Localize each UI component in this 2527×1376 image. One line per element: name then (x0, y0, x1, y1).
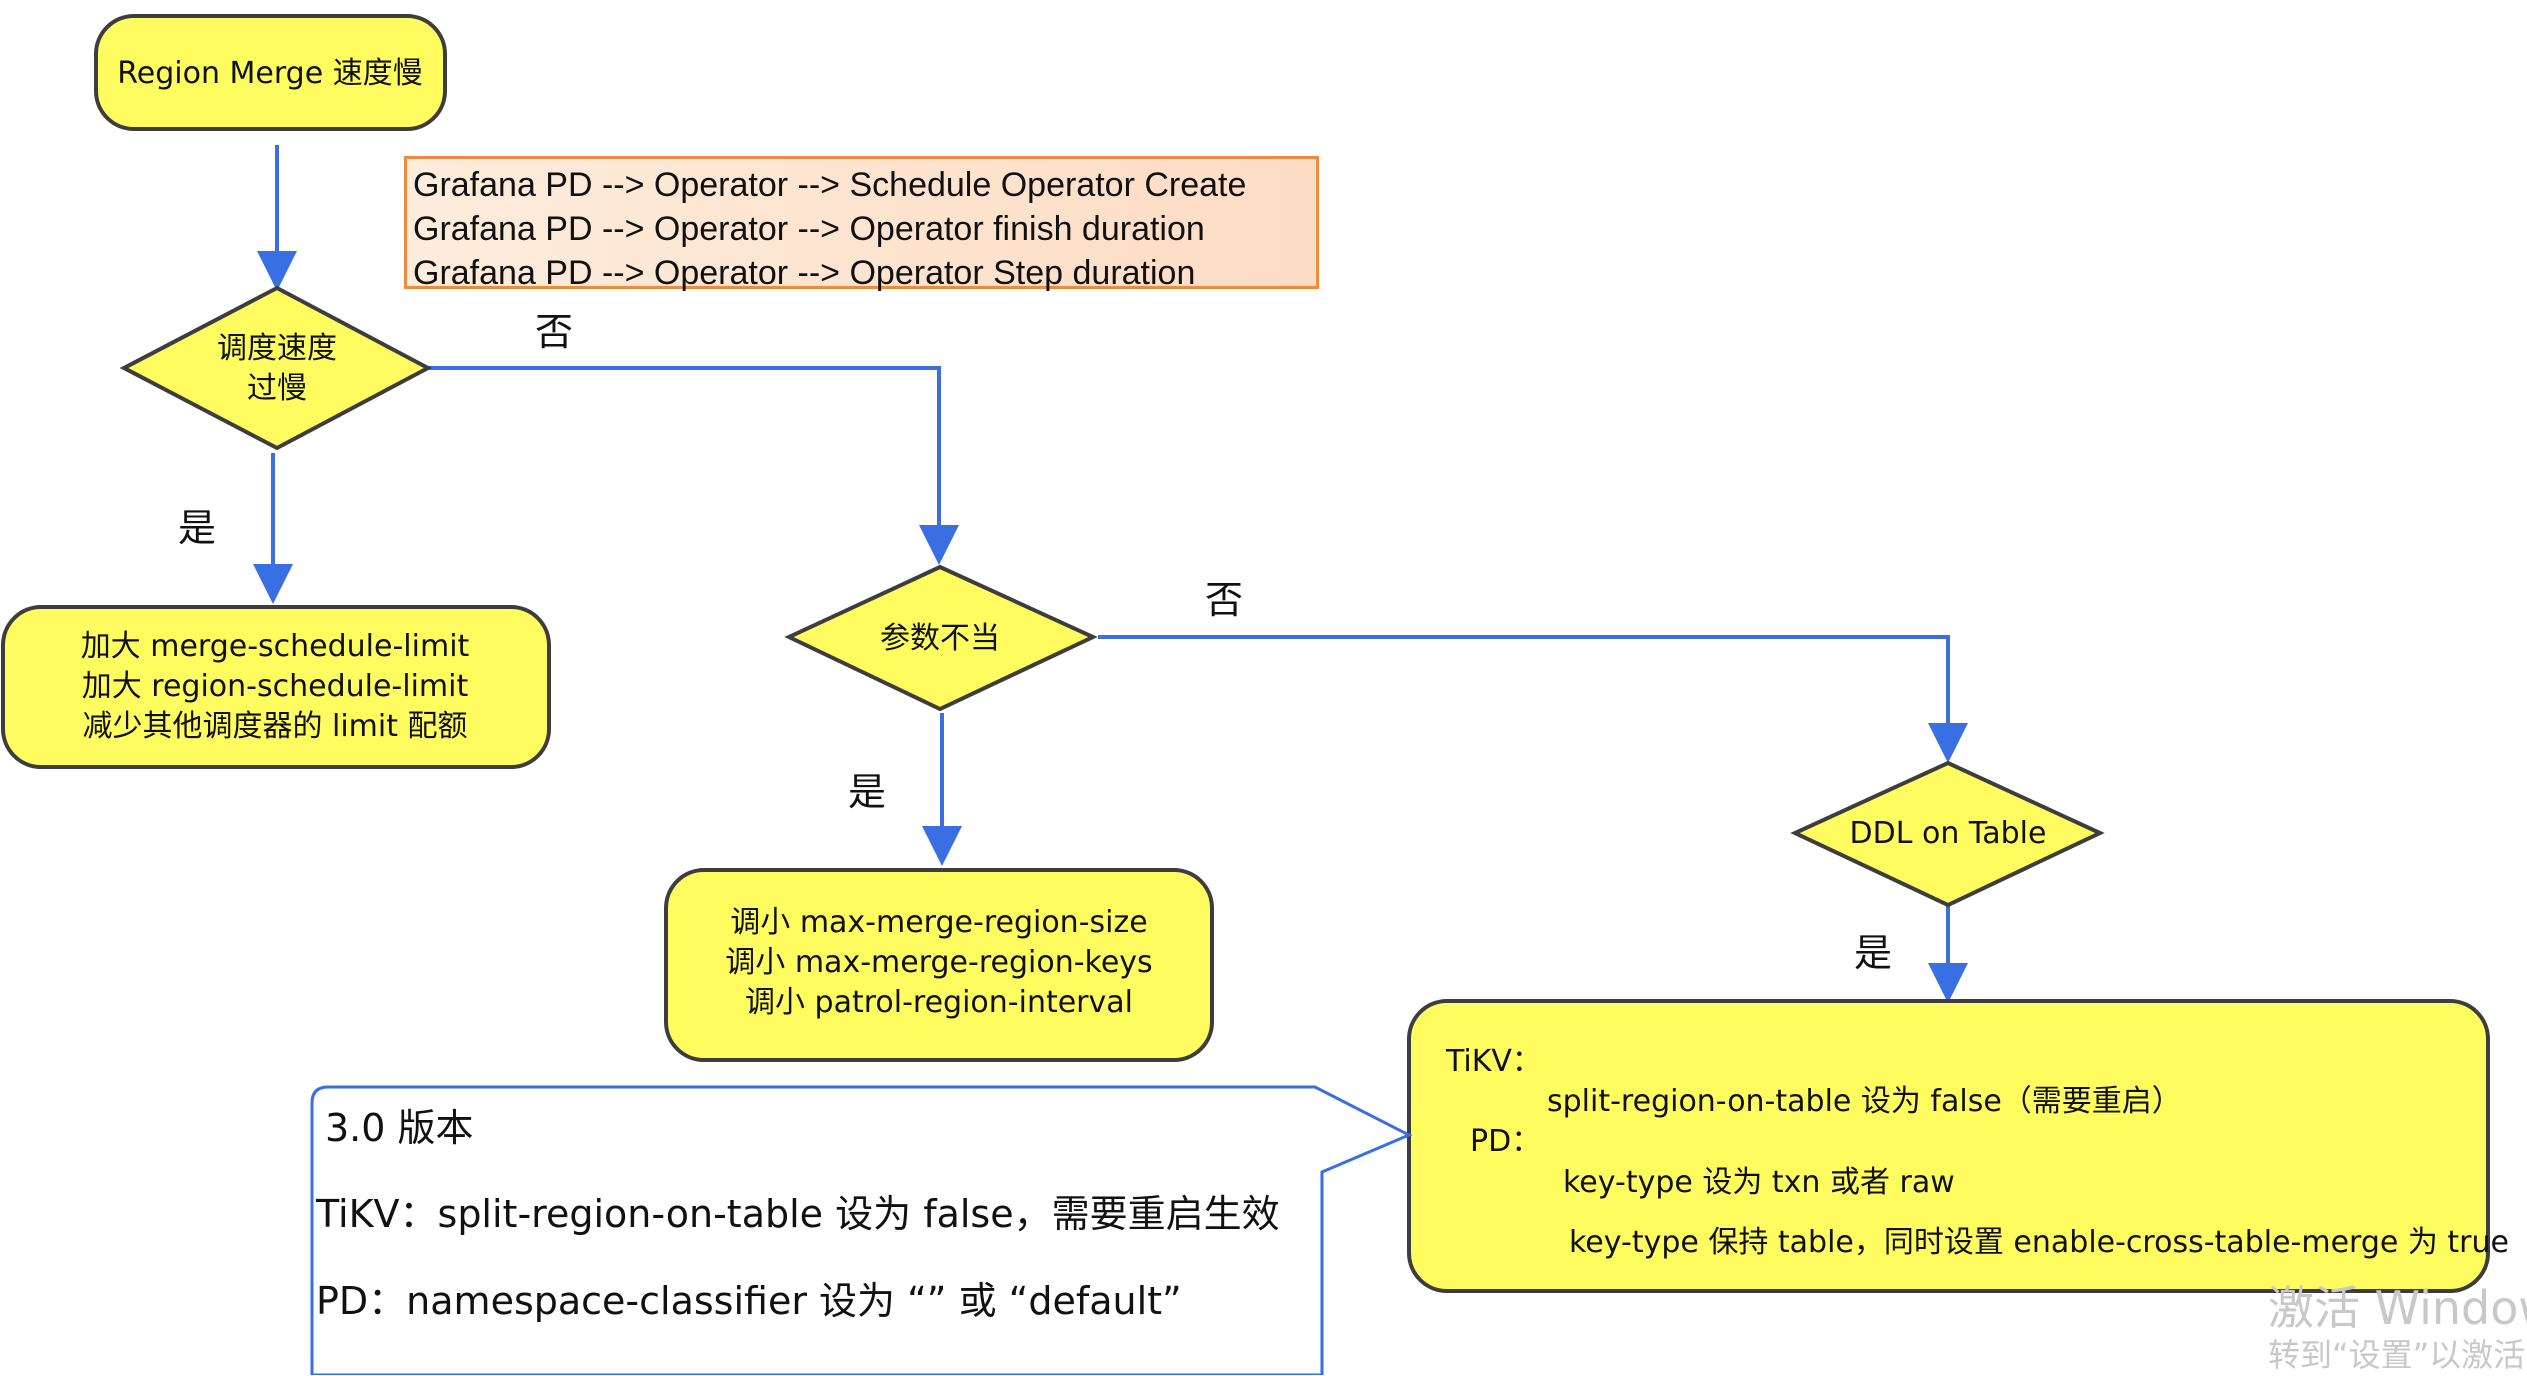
activation-watermark-subtitle: 转到“设置”以激活 (2268, 1336, 2526, 1374)
params-line-2: 调小 max-merge-region-keys (725, 945, 1152, 980)
start-node (94, 14, 447, 131)
params-line-1: 调小 max-merge-region-size (730, 905, 1147, 940)
edge-params-no (1098, 635, 1968, 763)
decision-schedule-slow (119, 285, 433, 451)
edge-label-yes-1: 是 (178, 506, 216, 550)
version-callout (310, 1085, 1413, 1375)
grafana-note-line-3: Grafana PD --> Operator --> Operator Ste… (413, 254, 1196, 292)
edge-label-yes-2: 是 (848, 770, 886, 814)
callout-pd: PD：namespace-classifier 设为 “” 或 “default… (316, 1279, 1182, 1323)
grafana-metrics-note: Grafana PD --> Operator --> Schedule Ope… (404, 156, 1319, 292)
limits-line-3: 减少其他调度器的 limit 配额 (82, 709, 467, 744)
limits-line-1: 加大 merge-schedule-limit (81, 629, 470, 664)
pd-label: PD： (1470, 1124, 1542, 1159)
activation-watermark-title: 激活 Windows (2268, 1281, 2527, 1335)
grafana-note-line-2: Grafana PD --> Operator --> Operator fin… (413, 210, 1205, 248)
params-line-3: 调小 patrol-region-interval (745, 985, 1133, 1020)
decision-ddl-label: DDL on Table (1850, 816, 2047, 851)
edge-label-no-2: 否 (1205, 578, 1243, 622)
params-node (664, 868, 1214, 1062)
decision-schedule-label-1: 调度速度 (217, 331, 337, 366)
grafana-note-line-1: Grafana PD --> Operator --> Schedule Ope… (413, 166, 1247, 204)
limits-node (1, 605, 551, 769)
limits-line-2: 加大 region-schedule-limit (82, 669, 469, 704)
start-node-label: Region Merge 速度慢 (117, 56, 422, 91)
tikv-pd-node (1407, 999, 2490, 1293)
decision-params (784, 564, 1098, 712)
pd-line-1: key-type 设为 txn 或者 raw (1563, 1165, 1955, 1200)
callout-version: 3.0 版本 (325, 1106, 474, 1150)
edge-label-no-1: 否 (535, 310, 573, 354)
edge-label-yes-3: 是 (1854, 931, 1892, 975)
callout-tikv: TiKV：split-region-on-table 设为 false，需要重启… (316, 1192, 1280, 1236)
decision-schedule-label-2: 过慢 (247, 371, 307, 406)
decision-ddl (1790, 760, 2105, 908)
tikv-label: TiKV： (1446, 1044, 1542, 1079)
decision-params-label: 参数不当 (880, 621, 1000, 656)
edges (253, 145, 1968, 1003)
pd-line-2: key-type 保持 table，同时设置 enable-cross-tabl… (1569, 1225, 2509, 1260)
tikv-line-1: split-region-on-table 设为 false（需要重启） (1547, 1084, 2182, 1119)
edge-schedule-no (428, 366, 959, 565)
